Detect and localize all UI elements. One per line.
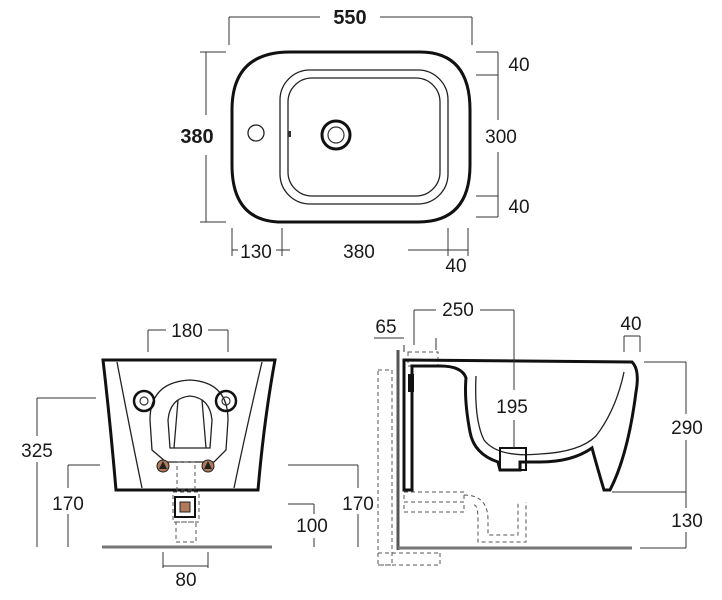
top-view-basin-outer xyxy=(279,69,449,205)
bolt-left-inner xyxy=(139,396,149,406)
dim-side-inner-depth: 195 xyxy=(496,397,528,418)
drain-outer xyxy=(320,119,352,151)
dim-top-width: 550 xyxy=(333,7,366,29)
side-fixing-rod xyxy=(408,374,414,392)
bolt-right-outer xyxy=(214,389,238,413)
dim-bottom-left: 130 xyxy=(240,242,272,263)
dim-front-bottom: 80 xyxy=(175,570,196,591)
dim-side-top-span: 250 xyxy=(442,300,474,321)
dim-front-right-inner: 100 xyxy=(296,516,328,537)
drain-socket-outer xyxy=(174,496,196,518)
side-body-outline xyxy=(402,358,639,492)
bolt-right-inner xyxy=(221,396,231,406)
dim-side-top-right: 40 xyxy=(620,314,641,335)
dim-top-depth: 380 xyxy=(180,126,213,148)
top-view-outline xyxy=(230,50,472,224)
top-view-basin-inner xyxy=(287,77,441,197)
fixing-plate xyxy=(149,379,229,463)
side-inner-bowl xyxy=(475,371,625,456)
fixing-plate-inner xyxy=(167,395,213,449)
overflow-slot xyxy=(288,131,291,137)
dim-bottom-mid: 380 xyxy=(343,242,375,263)
dim-right-mid: 300 xyxy=(485,127,517,148)
dim-side-bowl-height: 290 xyxy=(671,418,703,439)
dim-side-floor-gap: 130 xyxy=(671,511,703,532)
top-view: 550 380 40 300 40 130 380 40 xyxy=(180,7,529,277)
tap-hole xyxy=(247,124,265,142)
dim-side-top-left: 65 xyxy=(375,317,396,338)
dim-front-total-height: 325 xyxy=(21,441,53,462)
side-view: 65 250 40 195 290 130 xyxy=(374,300,703,566)
front-inner-right xyxy=(233,361,263,489)
front-body-outline xyxy=(101,358,277,492)
dim-front-left-height: 170 xyxy=(52,494,84,515)
side-drain xyxy=(499,447,527,471)
drain-inner xyxy=(327,126,345,144)
dim-front-right-height: 170 xyxy=(342,494,374,515)
bolt-left-outer xyxy=(132,389,156,413)
front-view: 180 325 170 170 100 80 xyxy=(21,321,374,591)
dim-right-bottom: 40 xyxy=(508,197,529,218)
dim-front-top: 180 xyxy=(171,321,203,342)
dim-right-top: 40 xyxy=(508,55,529,76)
front-inner-left xyxy=(116,361,143,489)
dim-bottom-right: 40 xyxy=(445,256,466,277)
drain-socket-inner xyxy=(179,501,191,513)
